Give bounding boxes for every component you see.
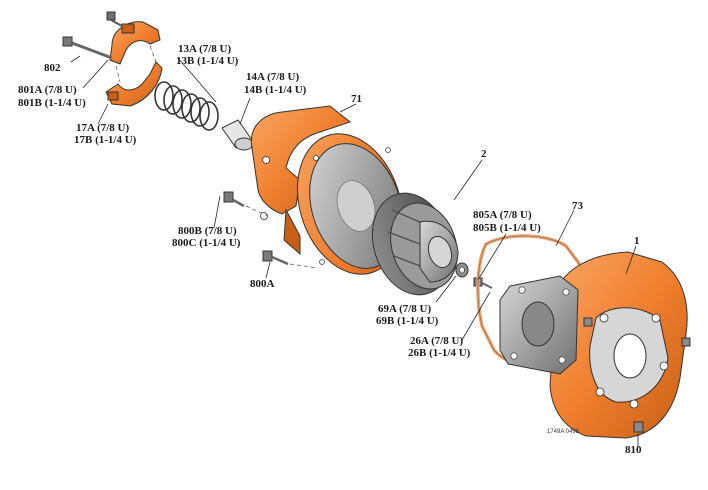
casing-plug-810	[633, 421, 644, 433]
shaft-sleeve	[221, 119, 254, 151]
label-73: 73	[572, 200, 584, 212]
label-805b: 805B (1-1/4 U)	[473, 222, 541, 234]
leader-lines	[70, 55, 639, 448]
label-800c: 800C (1-1/4 U)	[172, 237, 241, 249]
suction-flange	[499, 275, 579, 375]
label-13a: 13A (7/8 U)	[178, 43, 232, 55]
label-17b: 17B (1-1/4 U)	[74, 134, 137, 146]
label-26a: 26A (7/8 U)	[410, 335, 464, 347]
clamp-bolt-top	[106, 11, 123, 27]
casing-bolt-side	[583, 317, 691, 347]
impeller	[371, 192, 459, 296]
label-17a: 17A (7/8 U)	[76, 122, 130, 134]
impeller-washer	[455, 262, 469, 278]
label-810: 810	[625, 444, 642, 456]
spring	[154, 81, 219, 131]
label-805a: 805A (7/8 U)	[473, 209, 532, 221]
label-13b: 13B (1-1/4 U)	[176, 55, 239, 67]
label-800b: 800B (7/8 U)	[178, 225, 237, 237]
drawing-code: 1749A 0495	[547, 429, 580, 435]
label-800a: 800A	[250, 278, 275, 290]
label-14b: 14B (1-1/4 U)	[244, 84, 307, 96]
bolt-800b	[223, 191, 245, 208]
label-71: 71	[351, 93, 362, 105]
label-26b: 26B (1-1/4 U)	[408, 347, 471, 359]
clamp-bolt-802	[62, 36, 113, 60]
label-801b: 801B (1-1/4 U)	[18, 97, 86, 109]
label-69b: 69B (1-1/4 U)	[376, 315, 439, 327]
pump-casing	[549, 251, 688, 439]
clamp-upper-half	[109, 21, 161, 65]
label-69a: 69A (7/8 U)	[378, 303, 432, 315]
label-2: 2	[481, 148, 487, 160]
label-802: 802	[44, 62, 61, 74]
clamp-lower-half	[105, 61, 163, 107]
assembly-axis-clamp-2	[149, 45, 157, 63]
label-14a: 14A (7/8 U)	[246, 71, 300, 83]
assembly-axis-clamp	[115, 65, 121, 83]
adapter-bracket	[250, 105, 352, 256]
bolt-800a	[262, 250, 289, 266]
label-1: 1	[634, 235, 640, 247]
assembly-axis-800a	[289, 263, 319, 269]
label-801a: 801A (7/8 U)	[18, 84, 77, 96]
